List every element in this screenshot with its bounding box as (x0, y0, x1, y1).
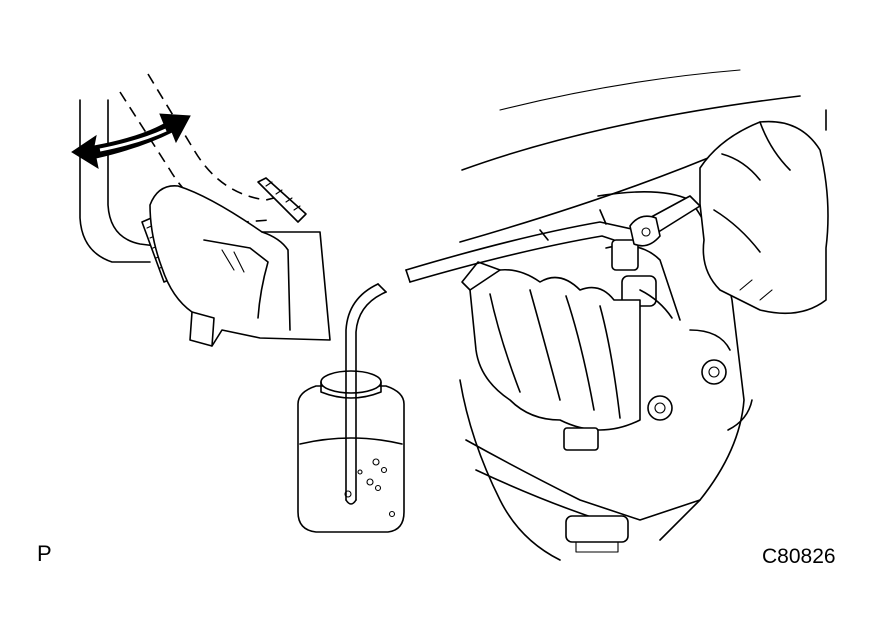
lower-arm (459, 379, 701, 561)
foot-icon (149, 185, 331, 347)
bottle-icon (297, 370, 405, 533)
wrench-icon (629, 195, 701, 247)
figure-code: C80826 (762, 545, 836, 568)
vehicle-body (459, 69, 827, 243)
bleeder-hose (405, 221, 637, 283)
double-arrow-icon (71, 113, 191, 170)
hand-icon (699, 120, 829, 315)
view-label: P (37, 541, 52, 566)
pedal-depressed-outline (119, 73, 307, 223)
hose-icon (345, 283, 387, 505)
axle-boot-icon (461, 261, 641, 451)
